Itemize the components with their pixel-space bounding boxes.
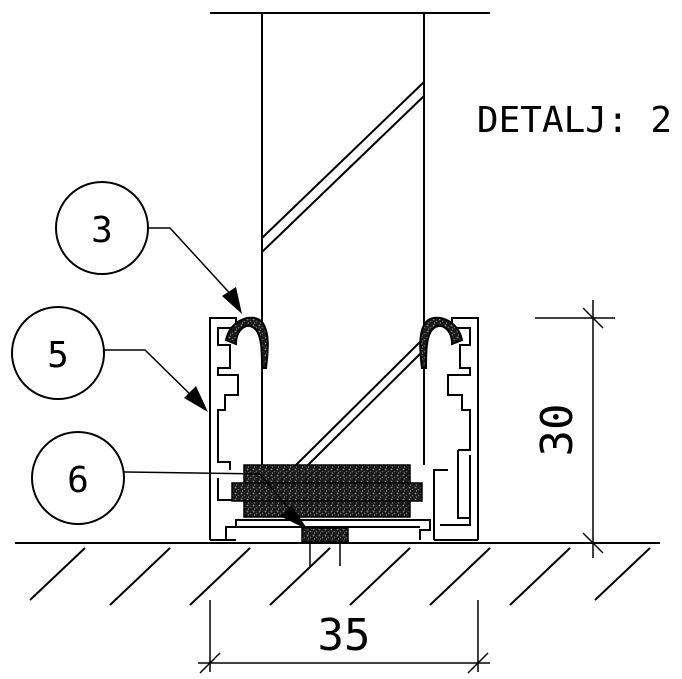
callout-5-label: 5 bbox=[47, 335, 69, 376]
callout-6-label: 6 bbox=[67, 460, 89, 501]
setting-block-6 bbox=[231, 464, 423, 518]
glass-pane bbox=[261, 13, 425, 466]
dimension-height bbox=[535, 300, 615, 558]
callout-3-label: 3 bbox=[91, 210, 113, 251]
ground-hatching bbox=[29, 547, 651, 606]
dimension-width bbox=[198, 600, 490, 674]
dimension-width-label: 35 bbox=[318, 610, 371, 661]
dimension-height-label: 30 bbox=[532, 404, 583, 457]
base-pad bbox=[301, 527, 349, 566]
callout-5 bbox=[11, 306, 208, 412]
profile-right-wall bbox=[433, 317, 479, 541]
callout-3 bbox=[55, 181, 242, 314]
gasket-3-left bbox=[224, 316, 269, 369]
profile-bottom bbox=[225, 519, 431, 540]
callout-6 bbox=[31, 431, 308, 530]
gasket-3-right bbox=[419, 316, 464, 369]
detail-title: DETALJ: 2 bbox=[477, 100, 672, 141]
profile-left-wall bbox=[209, 317, 239, 541]
